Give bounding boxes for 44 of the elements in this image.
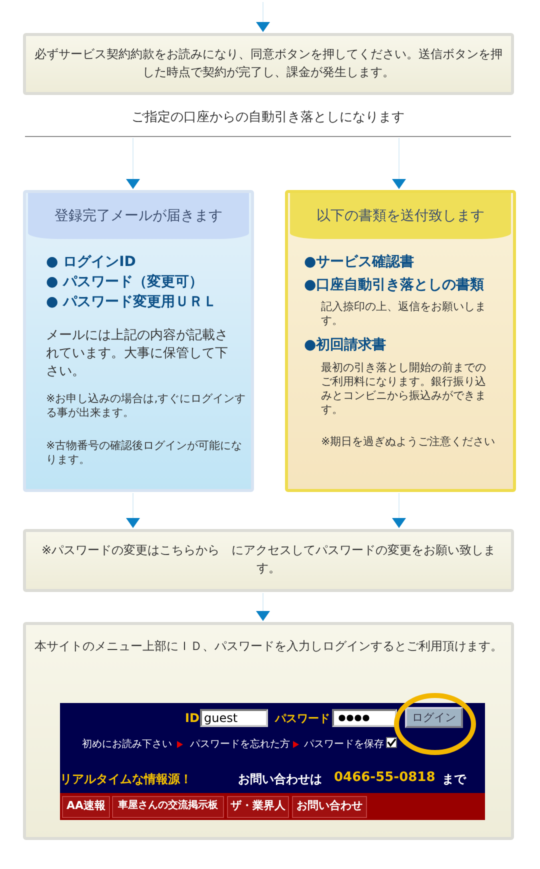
- step-box: [23, 33, 514, 95]
- flow-arrow: [256, 592, 270, 622]
- phone-number: 0466-55-0818: [334, 770, 436, 785]
- step-box: [23, 529, 514, 592]
- flow-arrow: [392, 492, 406, 528]
- step-text: 本サイトのメニュー上部にＩＤ、パスワードを入力しログインするとご利用頂けます。: [34, 638, 504, 655]
- contact-text: お問い合わせは: [238, 771, 322, 788]
- step-text: 必ずサービス契約約款をお読みになり、同意ボタンを押してください。送信ボタンを押した時点で契約が完了し、課金が発生します。: [34, 46, 504, 81]
- menu-tab: AA速報: [62, 796, 110, 818]
- item-description: 最初の引き落とし開始の前までのご利用料になります。銀行振り込みとコンビニから振込みができます。: [321, 361, 487, 417]
- list-item: ● パスワード変更用ＵＲＬ: [46, 293, 218, 311]
- step-box: [23, 622, 514, 840]
- checkbox-label: パスワードを保存: [304, 738, 384, 751]
- menu-link: パスワードを忘れた方: [190, 738, 290, 751]
- section-heading: ご指定の口座からの自動引き落としになります: [130, 109, 406, 126]
- input-field: guest: [200, 709, 268, 727]
- flow-arrow: [256, 2, 270, 32]
- menu-tab: お問い合わせ: [292, 796, 367, 818]
- list-item: ● ログインID: [46, 253, 136, 271]
- note-text: ※古物番号の確認後ログインが可能になります。: [46, 439, 244, 467]
- card-heading: 以下の書類を送付致します: [290, 193, 511, 239]
- info-card: [285, 190, 516, 492]
- step-text: ※パスワードの変更はこちらから にアクセスしてパスワードの変更をお願い致します。: [40, 542, 497, 577]
- tagline-text: リアルタイムな情報源！: [60, 771, 192, 788]
- field-label: ID: [185, 711, 200, 725]
- login-button: ログイン: [405, 707, 463, 728]
- item-description: 記入捺印の上、返信をお願いします。: [321, 300, 487, 328]
- contact-text: まで: [442, 771, 466, 788]
- flow-arrow: [392, 138, 406, 190]
- description-text: メールには上記の内容が記載されています。大事に保管して下さい。: [46, 327, 229, 381]
- menu-tab: 車屋さんの交流掲示板: [112, 796, 224, 818]
- menu-tab: ザ・業界人: [227, 796, 289, 818]
- list-item: ●サービス確認書: [304, 253, 414, 271]
- list-item: ●口座自動引き落としの書類: [304, 276, 484, 294]
- flow-arrow: [126, 492, 140, 528]
- card-heading: 登録完了メールが届きます: [28, 193, 249, 239]
- info-card: [23, 190, 254, 492]
- flow-arrow: [126, 138, 140, 190]
- menu-link: 初めにお読み下さい: [82, 738, 172, 751]
- list-item: ● パスワード（変更可）: [46, 273, 204, 291]
- field-label: パスワード: [275, 711, 330, 726]
- note-text: ※お申し込みの場合は,すぐにログインする事が出来ます。: [46, 392, 246, 420]
- note-text: ※期日を過ぎぬようご注意ください: [321, 435, 496, 449]
- list-item: ●初回請求書: [304, 336, 386, 354]
